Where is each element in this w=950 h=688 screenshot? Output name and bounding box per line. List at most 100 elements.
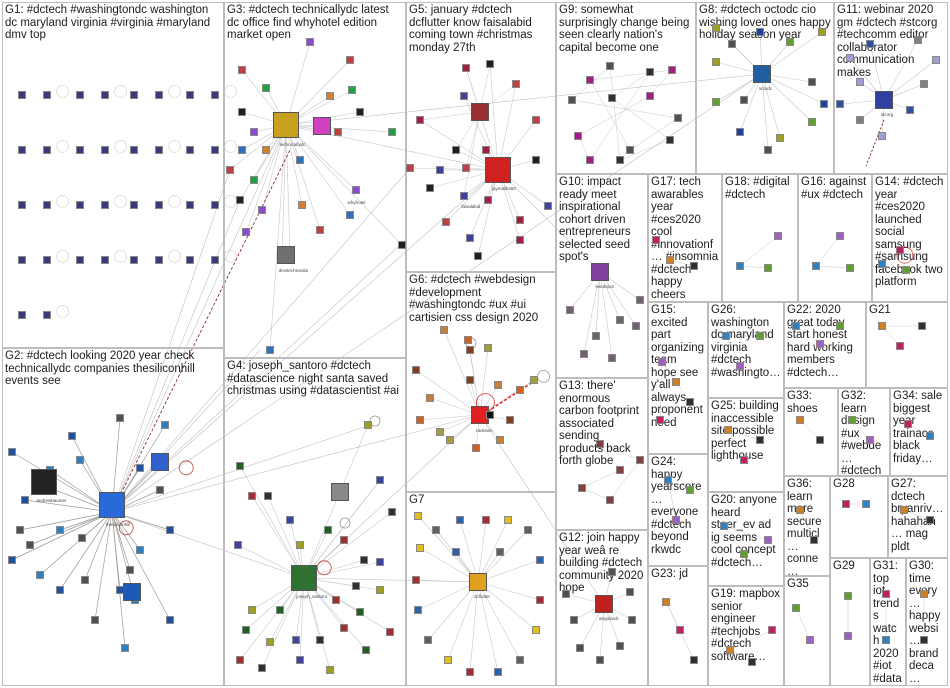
graph-node[interactable] [806,636,814,644]
graph-node[interactable] [406,164,414,172]
graph-node[interactable] [792,604,800,612]
graph-node[interactable] [326,666,334,674]
graph-node[interactable] [570,616,578,624]
graph-node[interactable] [506,416,514,424]
graph-node[interactable] [786,38,794,46]
graph-node[interactable] [331,483,349,501]
graph-node[interactable] [460,92,468,100]
graph-node[interactable] [484,344,492,352]
graph-node[interactable] [764,146,772,154]
graph-node[interactable] [646,92,654,100]
graph-node[interactable] [332,596,340,604]
graph-node[interactable] [76,146,84,154]
graph-node[interactable] [277,246,295,264]
graph-node[interactable] [878,132,886,140]
graph-node[interactable] [452,146,460,154]
graph-node[interactable] [186,256,194,264]
graph-node[interactable] [466,234,474,242]
graph-node[interactable] [616,156,624,164]
graph-node[interactable] [616,316,624,324]
graph-node[interactable] [464,336,472,344]
graph-node[interactable] [136,546,144,554]
graph-node[interactable] [580,350,588,358]
graph-node[interactable] [722,332,730,340]
graph-node[interactable] [376,586,384,594]
graph-node[interactable] [296,656,304,664]
graph-node[interactable] [578,484,586,492]
graph-node[interactable] [592,332,600,340]
graph-node[interactable] [91,616,99,624]
graph-node[interactable] [646,68,654,76]
graph-node[interactable] [242,228,250,236]
graph-node[interactable] [21,496,29,504]
graph-node[interactable] [686,486,694,494]
graph-node[interactable] [248,492,256,500]
graph-node[interactable] [562,590,570,598]
graph-node[interactable] [166,616,174,624]
graph-node[interactable] [258,664,266,672]
graph-node[interactable] [616,642,624,650]
graph-node[interactable] [568,96,576,104]
graph-node[interactable] [608,354,616,362]
graph-node[interactable] [536,556,544,564]
graph-node[interactable] [130,91,138,99]
graph-node[interactable] [926,432,934,440]
graph-node[interactable] [313,117,331,135]
graph-node[interactable] [690,656,698,664]
graph-node[interactable] [896,342,904,350]
graph-node[interactable] [820,100,828,108]
graph-node[interactable] [516,386,524,394]
graph-node[interactable] [595,595,613,613]
graph-node[interactable] [482,146,490,154]
graph-node[interactable] [504,516,512,524]
graph-node[interactable] [334,128,342,136]
graph-node[interactable] [616,466,624,474]
graph-node[interactable] [926,516,934,524]
graph-node[interactable] [238,66,246,74]
graph-node[interactable] [516,236,524,244]
graph-node[interactable] [586,76,594,84]
graph-node[interactable] [426,184,434,192]
graph-node[interactable] [672,378,680,386]
graph-node[interactable] [536,596,544,604]
graph-node[interactable] [816,340,824,348]
graph-node[interactable] [756,332,764,340]
graph-node[interactable] [652,236,660,244]
graph-node[interactable] [856,116,864,124]
graph-node[interactable] [76,201,84,209]
graph-node[interactable] [412,366,420,374]
graph-node[interactable] [356,608,364,616]
graph-node[interactable] [462,64,470,72]
graph-node[interactable] [56,526,64,534]
graph-node[interactable] [326,92,334,100]
graph-node[interactable] [466,346,474,354]
graph-node[interactable] [346,56,354,64]
graph-node[interactable] [56,586,64,594]
graph-node[interactable] [18,146,26,154]
graph-node[interactable] [626,146,634,154]
graph-node[interactable] [524,526,532,534]
graph-node[interactable] [516,216,524,224]
graph-node[interactable] [756,436,764,444]
graph-node[interactable] [211,91,219,99]
graph-node[interactable] [544,202,552,210]
graph-node[interactable] [712,24,720,32]
graph-node[interactable] [424,636,432,644]
graph-node[interactable] [878,260,886,268]
graph-node[interactable] [636,296,644,304]
graph-node[interactable] [469,573,487,591]
graph-node[interactable] [452,548,460,556]
graph-node[interactable] [340,624,348,632]
graph-node[interactable] [736,262,744,270]
graph-node[interactable] [388,128,396,136]
graph-node[interactable] [902,266,910,274]
graph-node[interactable] [376,558,384,566]
graph-node[interactable] [586,156,594,164]
graph-node[interactable] [298,201,306,209]
graph-node[interactable] [816,436,824,444]
graph-node[interactable] [591,263,609,281]
graph-node[interactable] [748,658,756,666]
graph-node[interactable] [101,146,109,154]
graph-node[interactable] [18,201,26,209]
graph-node[interactable] [340,536,348,544]
